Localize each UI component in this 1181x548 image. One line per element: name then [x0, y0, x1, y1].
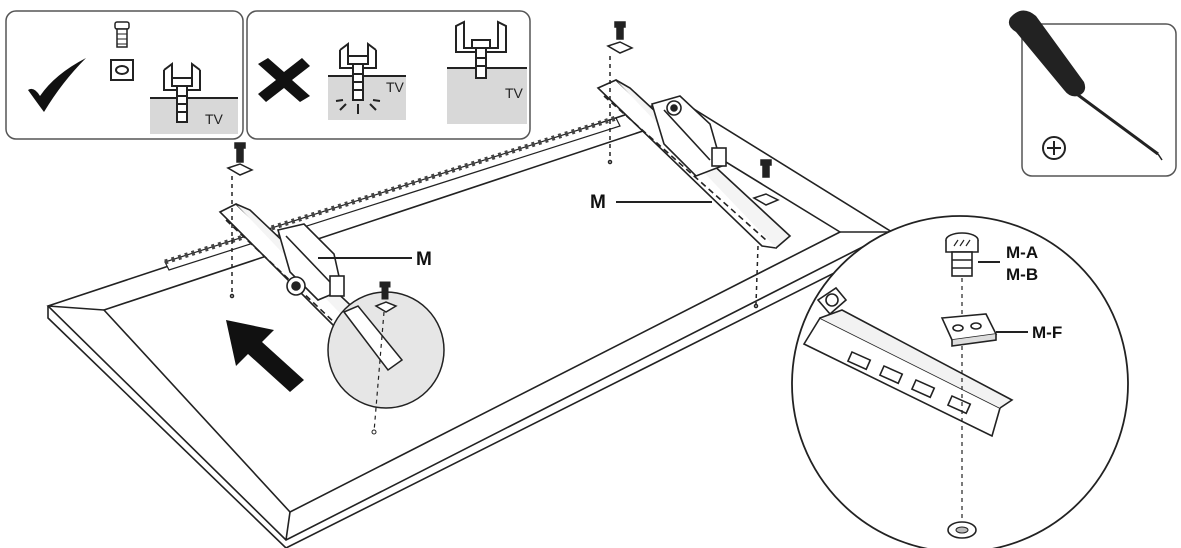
tv-label-wrong-1: TV: [386, 79, 405, 95]
right-mounting-bracket: [596, 79, 792, 249]
leader-lines: [318, 201, 1028, 333]
bracket-label-left: M: [416, 249, 432, 270]
screw-label-m-a: M-A: [1006, 243, 1038, 262]
wrong-usage-panel: TV TV: [246, 10, 531, 140]
detail-zoom-circle: [791, 215, 1129, 548]
check-icon: [28, 58, 86, 112]
direction-arrow-icon: [226, 320, 304, 392]
right-bracket-screws: [606, 21, 780, 309]
washer-icon: [110, 59, 134, 81]
tv-label-wrong-2: TV: [505, 85, 524, 101]
left-zoom-circle: [327, 281, 445, 435]
washer-label-m-f: M-F: [1032, 323, 1062, 342]
detail-screw-icon: [945, 232, 979, 277]
phillips-screwdriver-icon: [1008, 10, 1163, 161]
tool-panel: [1008, 10, 1177, 177]
correct-usage-panel: TV: [5, 10, 244, 140]
left-bracket-screws: [226, 142, 254, 299]
screw-icon: [114, 21, 130, 48]
screw-label-m-b: M-B: [1006, 265, 1038, 284]
cross-icon: [258, 58, 310, 102]
tv-label-correct: TV: [205, 111, 224, 127]
phillips-head-icon: [1042, 136, 1066, 160]
bracket-screw-correct-icon: [163, 62, 201, 123]
bracket-label-right: M: [590, 192, 606, 213]
detail-washer-icon: [940, 313, 998, 347]
